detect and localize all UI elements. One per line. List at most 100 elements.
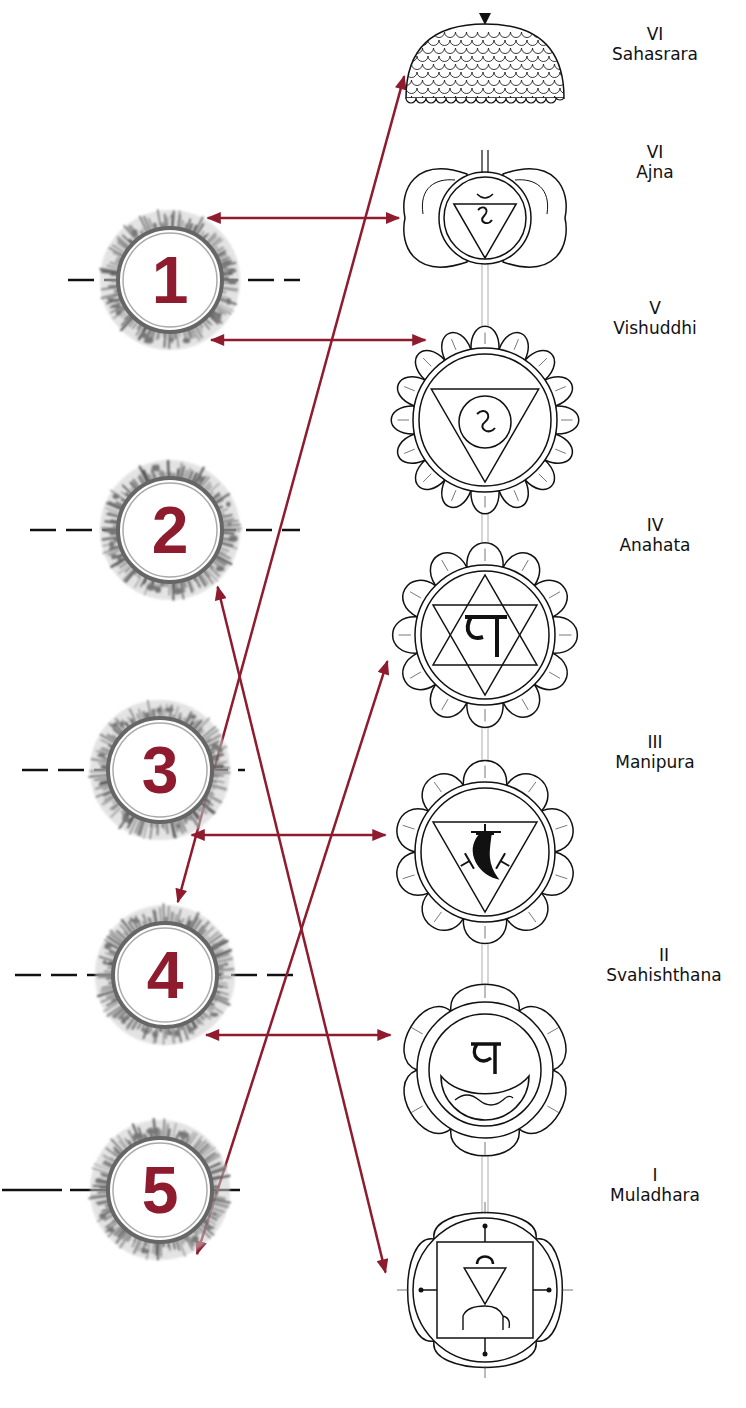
dome-petal [483,88,494,94]
petal-vein [555,825,567,829]
dome-petal [450,40,461,46]
earth-spike [419,1288,424,1293]
crescent-moon [441,1076,529,1120]
roman-numeral: V [613,298,696,318]
numbered-circle: 2 [95,455,245,605]
chakra-drawing [400,148,570,288]
dome-petal [516,88,527,94]
circle-inner-rim [118,928,212,1022]
dome-petal [522,80,533,86]
dome-petal [461,40,472,46]
dome-petal [478,80,489,86]
fuzzy-speck [107,297,115,301]
earth-spike [547,1288,552,1293]
chakra-name: Ajna [636,162,674,182]
fuzzy-speck [132,229,138,236]
dome-petal [538,88,549,94]
dome-petal [401,32,412,38]
fuzzy-halo [97,903,234,1045]
dome-petal [472,40,483,46]
dome-petal [566,96,577,102]
petal-vein [528,782,535,792]
fuzzy-speck [198,476,203,483]
dome-petal [417,72,428,77]
circle-rim [113,923,217,1027]
roman-numeral: III [615,732,695,752]
dome-petal [505,88,516,94]
dome-petal [467,48,478,54]
dome-petal [445,64,456,70]
fuzzy-speck [167,1031,173,1035]
seed-glyph [478,208,492,223]
fuzzy-speck [227,279,237,285]
chakra-drawing [385,320,585,520]
dome-petal [538,56,549,62]
chakra-inner-ring [421,571,549,699]
fuzzy-speck [173,588,182,595]
petal-vein [397,1290,409,1291]
fuzzy-speck [212,744,220,749]
dome-petal [494,56,505,62]
petal-vein [485,1202,486,1214]
dome-petal [516,72,527,78]
circle-inner-rim [123,233,217,327]
dome-petal [395,72,406,78]
chakra-drawing [400,12,570,107]
petal-vein [485,1142,486,1156]
chakra-symbol: VIAjna [400,148,570,288]
earth-spike [483,1352,488,1357]
fuzzy-speck [183,338,191,343]
chakra-drawing [385,1190,585,1390]
fuzzy-speck [107,1227,114,1233]
petal-vein [410,592,421,598]
dome-petal [417,88,428,93]
circle-inner-rim [113,723,207,817]
dome-petal [549,72,560,78]
earth-spike [423,1289,437,1291]
fuzzy-speck [155,586,162,593]
dome-petal [500,64,511,70]
chakra-label: VISahasrara [612,24,698,65]
petal-vein [398,420,410,421]
dome-petal [434,32,445,37]
seed-glyph [477,411,495,431]
petal-vein [423,474,431,482]
dome-petal [412,32,423,37]
dome-petal [544,48,555,54]
chakra-inner-ring [444,177,526,259]
t-mark-spacer [450,866,460,872]
petal-vein [514,490,518,501]
dome-petal [566,64,577,70]
chakra-symbol: IMuladhara [385,1190,585,1390]
dome-petal [406,72,417,78]
fuzzy-halo [110,220,230,340]
fuzzy-speck [141,1247,147,1253]
double-arrow [206,1034,391,1037]
lotus-petal [467,543,503,568]
dome-petal [467,32,478,38]
dome-petal [544,32,555,38]
chakra-ring [413,1218,557,1362]
fuzzy-speck [156,707,162,712]
petal-vein [452,490,456,501]
petal-vein [404,449,415,453]
dome-petals [390,32,577,102]
petal-vein [522,699,528,710]
dome-petal [489,80,500,86]
chakra-drawing [385,752,585,952]
petal-vein [561,420,573,421]
dome-petal [511,48,522,54]
yantra-triangle [433,822,537,912]
moon-crescent [477,194,493,198]
petal-vein [514,339,518,350]
fuzzy-speck [99,1213,106,1219]
petal-vein [485,549,486,562]
petal-vein [403,875,415,879]
seed-glyph [471,1044,501,1074]
dome-petal [555,64,566,70]
chakra-name: Anahata [619,535,690,555]
petal-vein [559,635,572,636]
dome-petal [511,80,522,86]
fuzzy-speck [111,304,121,308]
fuzzy-speck [121,1019,126,1024]
